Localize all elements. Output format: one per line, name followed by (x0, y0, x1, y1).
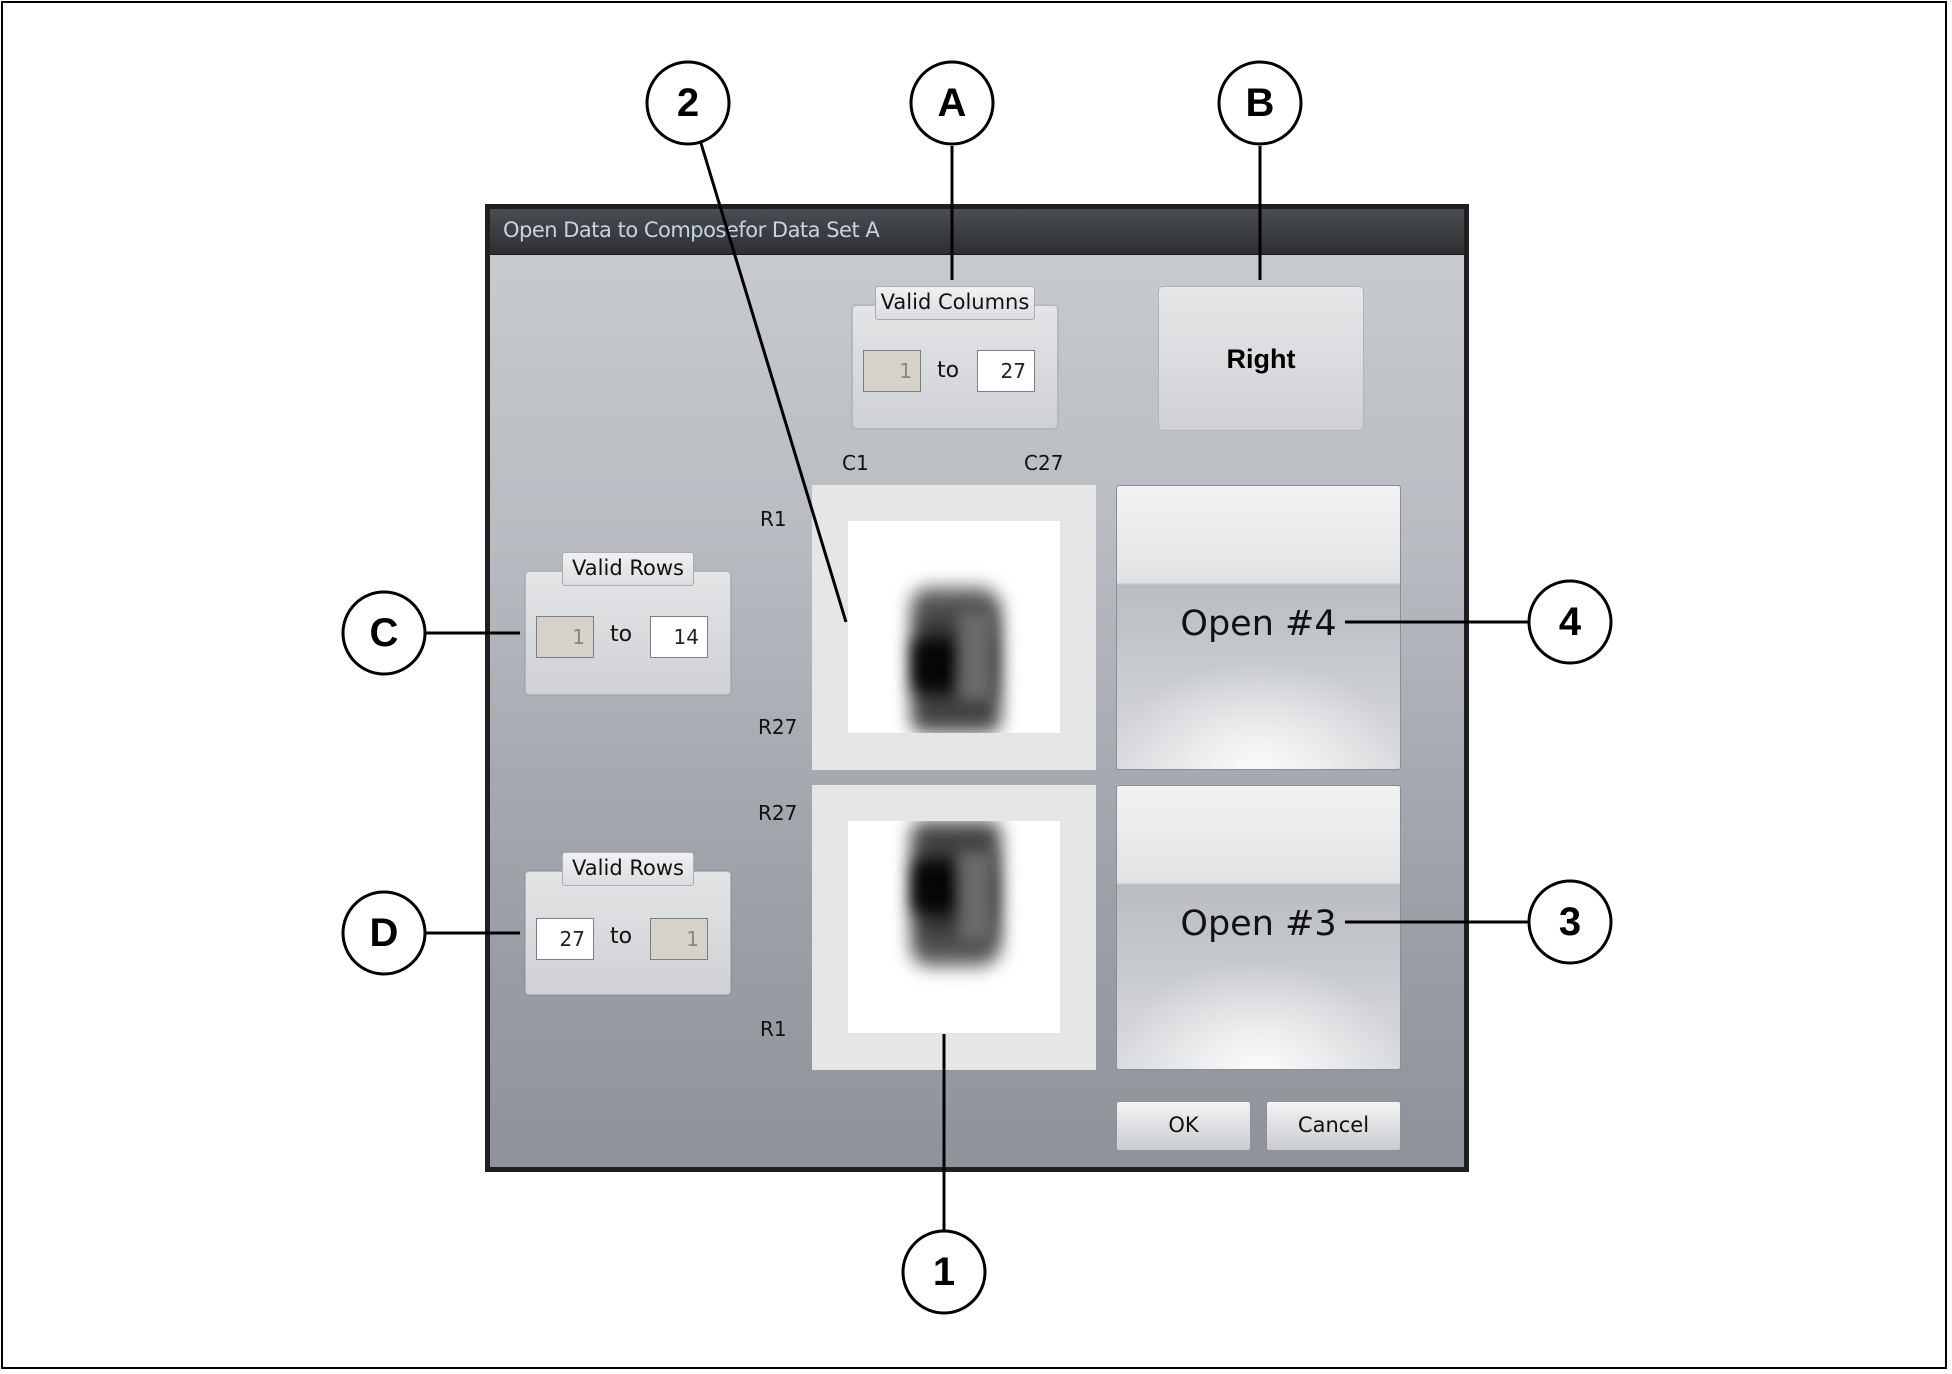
top-preview-panel (812, 485, 1096, 770)
open-data-dialog: Open Data to Composefor Data Set A Valid… (485, 204, 1469, 1172)
valid-rows-top-from-field[interactable]: 1 (536, 616, 594, 658)
callout-3-text: 3 (1559, 900, 1581, 944)
callout-2-text: 2 (677, 81, 699, 125)
valid-columns-to-field[interactable]: 27 (977, 350, 1035, 392)
callout-1-text: 1 (933, 1250, 955, 1294)
open-4-label: Open #4 (1180, 604, 1337, 644)
bottom-row-start-label: R27 (758, 801, 798, 825)
top-preview-image (848, 521, 1060, 733)
valid-columns-from-field[interactable]: 1 (863, 350, 921, 392)
callout-A-text: A (938, 81, 967, 125)
valid-rows-top-to-field[interactable]: 14 (650, 616, 708, 658)
valid-columns-label: Valid Columns (875, 286, 1035, 320)
bottom-preview-panel (812, 785, 1096, 1070)
valid-rows-bottom-to-field[interactable]: 1 (650, 918, 708, 960)
open-3-label: Open #3 (1180, 904, 1337, 944)
callout-1-circle (901, 1229, 987, 1315)
open-4-button[interactable]: Open #4 (1116, 485, 1401, 770)
dialog-title: Open Data to Composefor Data Set A (503, 218, 880, 242)
bottom-preview-blob-light (958, 851, 994, 941)
top-row-start-label: R1 (760, 507, 787, 531)
callout-2-leader (698, 139, 848, 623)
valid-rows-bottom-label: Valid Rows (562, 852, 694, 886)
callout-C-circle (341, 590, 427, 676)
callout-4-text: 4 (1559, 600, 1582, 644)
top-preview-blob-dark (914, 641, 954, 691)
bottom-preview-image (848, 821, 1060, 1033)
column-end-label: C27 (1024, 451, 1064, 475)
column-start-label: C1 (842, 451, 869, 475)
callout-2-circle (645, 60, 731, 146)
valid-rows-top-to-text: to (610, 622, 633, 647)
callout-C-text: C (370, 611, 399, 655)
valid-rows-top-label: Valid Rows (562, 552, 694, 586)
callout-D-circle (341, 890, 427, 976)
top-preview-blob-light (958, 611, 994, 701)
callout-D-text: D (370, 911, 399, 955)
callout-4-circle (1527, 579, 1613, 665)
top-row-end-label: R27 (758, 715, 798, 739)
cancel-button[interactable]: Cancel (1266, 1101, 1401, 1151)
title-bar[interactable]: Open Data to Composefor Data Set A (490, 209, 1464, 255)
callout-B-text: B (1246, 81, 1275, 125)
right-button[interactable]: Right (1158, 286, 1364, 431)
callout-A-circle (909, 60, 995, 146)
open-3-button[interactable]: Open #3 (1116, 785, 1401, 1070)
valid-rows-bottom-from-field[interactable]: 27 (536, 918, 594, 960)
valid-rows-top-group: Valid Rows 1 to 14 (525, 552, 731, 695)
callout-B-circle (1217, 60, 1303, 146)
callout-3-circle (1527, 879, 1613, 965)
valid-columns-group: Valid Columns 1 to 27 (852, 286, 1058, 429)
valid-rows-bottom-to-text: to (610, 924, 633, 949)
valid-columns-to-text: to (937, 358, 960, 383)
valid-rows-bottom-group: Valid Rows 27 to 1 (525, 852, 731, 995)
bottom-row-end-label: R1 (760, 1017, 787, 1041)
ok-button[interactable]: OK (1116, 1101, 1251, 1151)
bottom-preview-blob-dark (914, 861, 954, 911)
